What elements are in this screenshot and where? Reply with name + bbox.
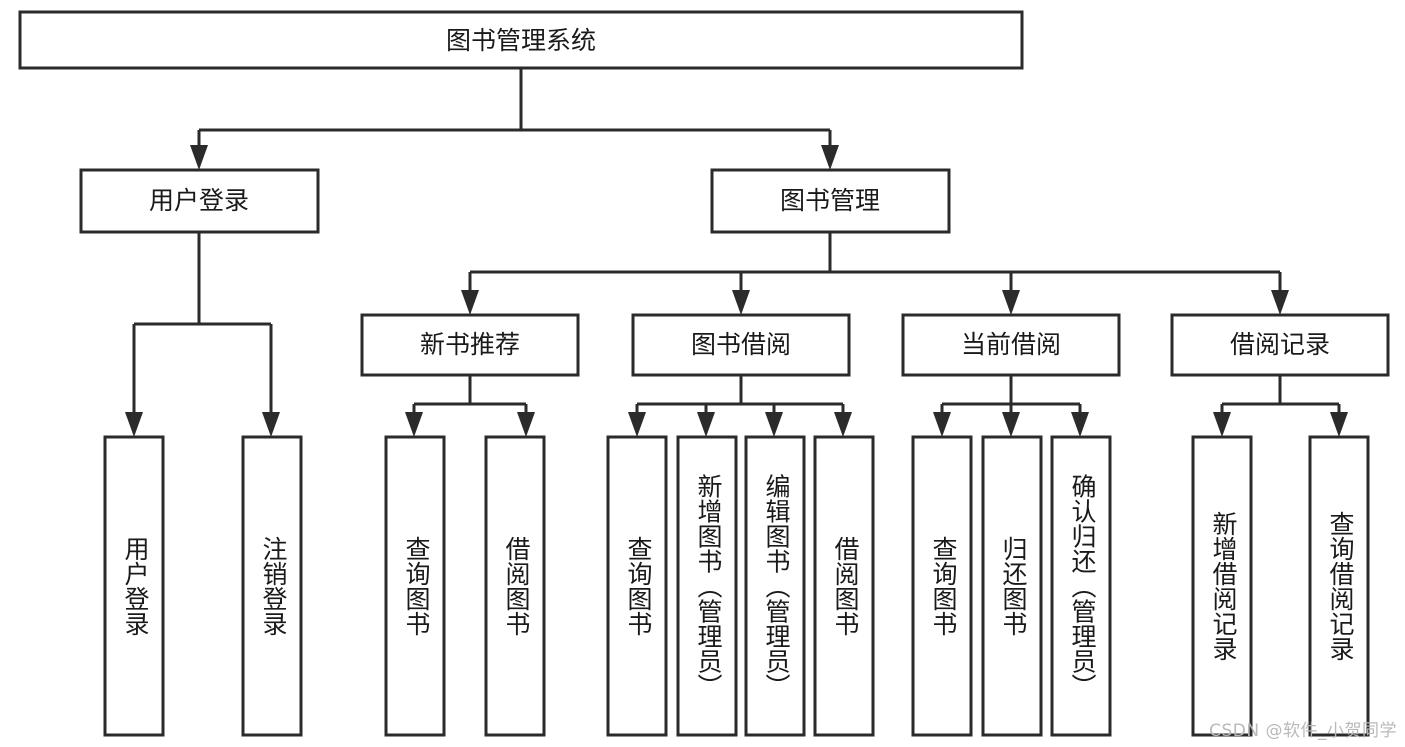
node-root-label: 图书管理系统 (446, 26, 596, 55)
arrow-head-icon (262, 412, 280, 437)
node-leaf-add-record-label: 新增借阅记录 (1209, 511, 1238, 661)
arrow-head-icon (732, 290, 750, 315)
arrow-head-icon (697, 412, 715, 437)
node-leaf-add-book[interactable]: 新增图书（管理员） (676, 435, 738, 737)
arrow-head-icon (628, 412, 646, 437)
connector-root-to-level2 (190, 68, 839, 170)
watermark-text: CSDN @软件_小贺同学 (1209, 721, 1397, 741)
node-user-login[interactable]: 用户登录 (79, 168, 320, 234)
node-leaf-query-book-a[interactable]: 查询图书 (384, 435, 446, 737)
node-leaf-borrow-book-b-label: 借阅图书 (831, 536, 860, 636)
node-leaf-confirm-return[interactable]: 确认归还（管理员） (1050, 435, 1112, 737)
node-leaf-query-book-a-label: 查询图书 (402, 536, 431, 636)
node-leaf-confirm-return-label: 确认归还（管理员） (1068, 474, 1097, 699)
node-leaf-query-record[interactable]: 查询借阅记录 (1308, 435, 1370, 737)
connector-bookborrow-to-leaves (628, 375, 852, 437)
node-book-manage[interactable]: 图书管理 (710, 168, 951, 234)
arrow-head-icon (1271, 290, 1289, 315)
arrow-head-icon (517, 412, 535, 437)
node-book-borrow-label: 图书借阅 (691, 330, 791, 359)
node-current-borrow-label: 当前借阅 (961, 330, 1061, 359)
connector-newbook-to-leaves (405, 375, 535, 437)
arrow-head-icon (190, 145, 208, 170)
arrow-head-icon (933, 412, 951, 437)
node-leaf-user-login[interactable]: 用户登录 (103, 435, 165, 737)
node-user-login-label: 用户登录 (149, 186, 249, 215)
node-leaf-logout-label: 注销登录 (259, 536, 288, 636)
node-current-borrow[interactable]: 当前借阅 (901, 313, 1121, 377)
arrow-head-icon (1071, 412, 1089, 437)
node-leaf-query-book-b[interactable]: 查询图书 (606, 435, 668, 737)
node-root[interactable]: 图书管理系统 (18, 10, 1024, 70)
node-leaf-query-book-c-label: 查询图书 (929, 536, 958, 636)
node-leaf-return-book-label: 归还图书 (999, 536, 1028, 636)
arrow-head-icon (1002, 412, 1020, 437)
arrow-head-icon (461, 290, 479, 315)
arrow-head-icon (405, 412, 423, 437)
node-leaf-edit-book[interactable]: 编辑图书（管理员） (744, 435, 806, 737)
node-leaf-query-book-c[interactable]: 查询图书 (911, 435, 973, 737)
node-book-manage-label: 图书管理 (780, 186, 880, 215)
connector-borrowrecord-to-leaves (1213, 375, 1348, 437)
node-leaf-query-record-label: 查询借阅记录 (1326, 511, 1355, 661)
node-leaf-logout[interactable]: 注销登录 (241, 435, 303, 737)
arrow-head-icon (1330, 412, 1348, 437)
node-leaf-user-login-label: 用户登录 (121, 536, 150, 636)
arrow-head-icon (821, 145, 839, 170)
connector-userlogin-to-leaves (125, 232, 280, 437)
connector-bookmanage-to-level3 (461, 232, 1289, 315)
node-new-book-recommend-label: 新书推荐 (420, 330, 520, 359)
node-leaf-edit-book-label: 编辑图书（管理员） (762, 474, 791, 699)
node-leaf-return-book[interactable]: 归还图书 (981, 435, 1043, 737)
node-leaf-borrow-book-a-label: 借阅图书 (502, 536, 531, 636)
node-borrow-record-label: 借阅记录 (1230, 330, 1330, 359)
node-new-book-recommend[interactable]: 新书推荐 (360, 313, 580, 377)
arrow-head-icon (1002, 290, 1020, 315)
node-borrow-record[interactable]: 借阅记录 (1170, 313, 1390, 377)
arrow-head-icon (1213, 412, 1231, 437)
node-leaf-query-book-b-label: 查询图书 (624, 536, 653, 636)
node-leaf-add-book-label: 新增图书（管理员） (694, 474, 723, 699)
connector-currentborrow-to-leaves (933, 375, 1089, 437)
node-book-borrow[interactable]: 图书借阅 (631, 313, 851, 377)
node-leaf-borrow-book-b[interactable]: 借阅图书 (813, 435, 875, 737)
node-leaf-borrow-book-a[interactable]: 借阅图书 (484, 435, 546, 737)
node-leaf-add-record[interactable]: 新增借阅记录 (1191, 435, 1253, 737)
arrow-head-icon (834, 412, 852, 437)
arrow-head-icon (765, 412, 783, 437)
arrow-head-icon (125, 412, 143, 437)
